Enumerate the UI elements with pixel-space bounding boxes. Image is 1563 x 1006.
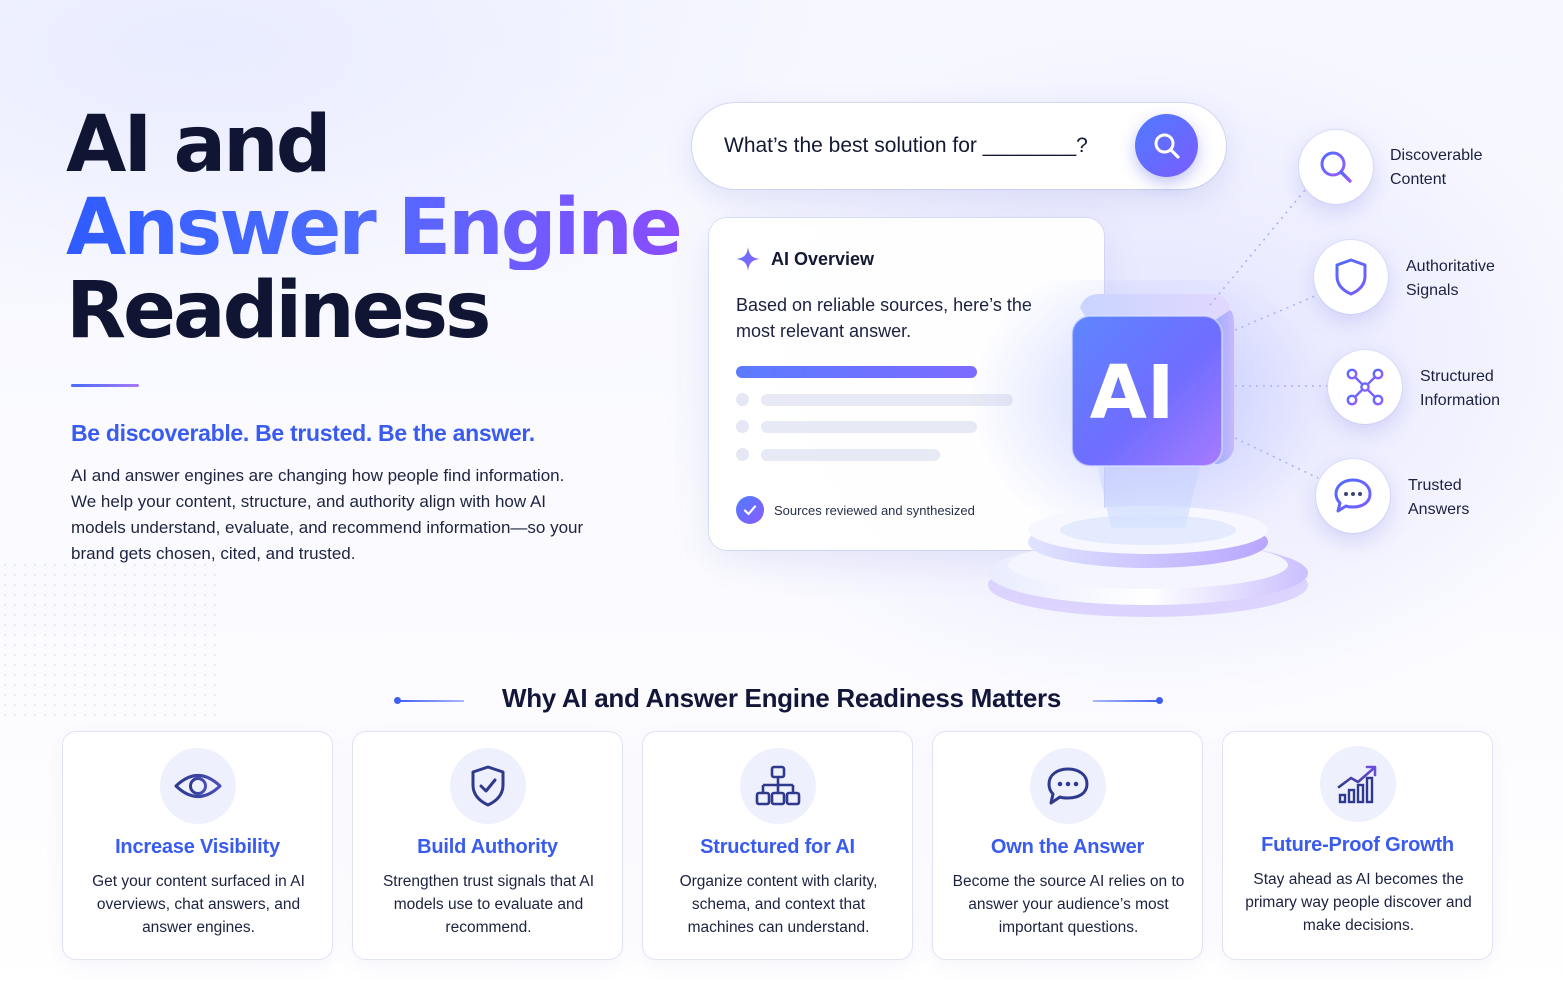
shield-check-icon	[450, 748, 526, 824]
growth-chart-icon	[1320, 746, 1396, 822]
ai-cube-illustration: AI	[970, 280, 1330, 617]
benefit-card-authority: Build Authority Strengthen trust signals…	[352, 731, 623, 960]
page-title: AI and Answer Engine Readiness	[66, 100, 683, 356]
ai-overview-card: AI Overview Based on reliable sources, h…	[709, 218, 1104, 550]
chat-bubble-icon	[1334, 478, 1372, 513]
placeholder-line	[736, 393, 1013, 406]
benefit-card-visibility: Increase Visibility Get your content sur…	[62, 731, 333, 960]
search-query-text[interactable]: What’s the best solution for ________?	[724, 134, 1088, 157]
card-description: Become the source AI relies on to answer…	[952, 873, 1185, 936]
title-line-2: Answer Engine	[66, 183, 683, 273]
discoverable-content-node	[1299, 130, 1373, 204]
card-title: Own the Answer	[990, 836, 1145, 858]
card-title: Future-Proof Growth	[1261, 834, 1454, 856]
search-button[interactable]	[1135, 114, 1198, 177]
decorative-dot-grid	[0, 560, 220, 720]
benefit-card-future-proof: Future-Proof Growth Stay ahead as AI bec…	[1222, 731, 1493, 960]
card-title: Build Authority	[417, 836, 558, 858]
benefit-card-structured: Structured for AI Organize content with …	[642, 731, 913, 960]
ai-cube-label: AI	[1090, 350, 1175, 436]
placeholder-line	[736, 420, 977, 433]
answer-highlight-bar	[736, 366, 977, 378]
check-circle-icon	[736, 496, 764, 524]
heading-ornament-dot	[1156, 697, 1163, 704]
sparkle-icon	[736, 247, 760, 271]
ai-overview-header: AI Overview	[735, 246, 874, 272]
tagline: Be discoverable. Be trusted. Be the answ…	[71, 420, 535, 446]
placeholder-line	[736, 448, 940, 461]
section-heading: Why AI and Answer Engine Readiness Matte…	[501, 683, 1062, 713]
card-description: Get your content surfaced in AI overview…	[92, 873, 305, 936]
trusted-answers-node	[1316, 459, 1390, 533]
card-description: Stay ahead as AI becomes the primary way…	[1245, 871, 1472, 934]
ai-overview-body: Based on reliable sources, here’s the mo…	[736, 295, 1032, 341]
heading-ornament-line	[1093, 700, 1161, 702]
ai-overview-title: AI Overview	[771, 248, 875, 269]
search-icon	[1154, 133, 1180, 159]
search-bar[interactable]: What’s the best solution for ________?	[692, 103, 1226, 189]
card-description: Strengthen trust signals that AI models …	[382, 873, 595, 936]
network-icon	[1346, 368, 1384, 406]
hierarchy-icon	[740, 748, 816, 824]
structured-information-node	[1328, 350, 1402, 424]
card-title: Increase Visibility	[115, 836, 280, 858]
heading-ornament-line	[396, 700, 464, 702]
chat-bubble-icon	[1030, 748, 1106, 824]
eye-icon	[160, 748, 236, 824]
search-icon	[1320, 151, 1352, 183]
card-description: Organize content with clarity, schema, a…	[679, 873, 878, 936]
authoritative-signals-node	[1314, 240, 1388, 314]
sources-footer: Sources reviewed and synthesized	[736, 496, 975, 524]
title-line-1: AI and	[66, 100, 332, 190]
shield-icon	[1335, 258, 1367, 296]
benefit-card-own-answer: Own the Answer Become the source AI reli…	[932, 731, 1203, 960]
title-divider	[71, 384, 139, 387]
sources-footer-text: Sources reviewed and synthesized	[774, 502, 975, 518]
card-title: Structured for AI	[700, 836, 855, 858]
intro-paragraph: AI and answer engines are changing how p…	[71, 466, 584, 563]
title-line-3: Readiness	[66, 266, 491, 356]
